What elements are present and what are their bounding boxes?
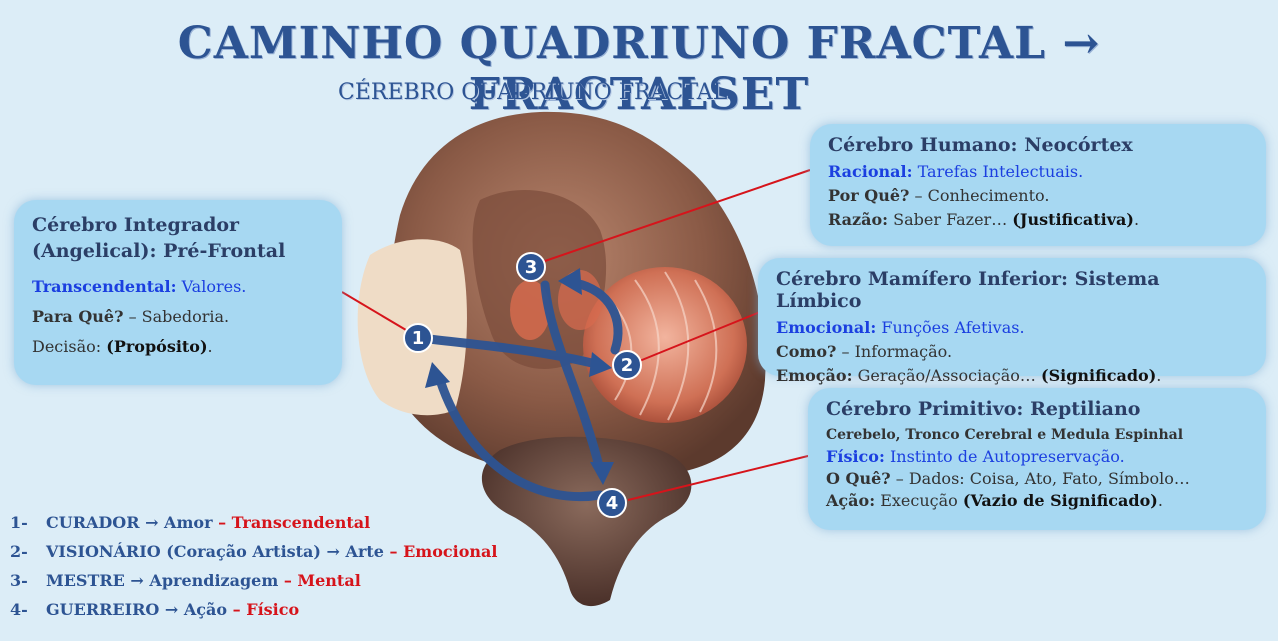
box-mamifero-line-2: Como? – Informação. [776,340,1248,364]
mamifero-l2-val: – Informação. [841,342,953,361]
box-integrador-line-2: Para Quê? – Sabedoria. [32,302,324,332]
box-mamifero: Cérebro Mamífero Inferior: Sistema Límbi… [758,258,1266,385]
legend-name: CURADOR → Amor [46,513,213,532]
legend-number: 1- [10,513,28,532]
legend-category: Mental [297,571,361,590]
mamifero-l3-val: Geração/Associação… [857,366,1036,385]
legend-row: 4- GUERREIRO → Ação – Físico [10,595,497,624]
box-humano-line-2: Por Quê? – Conhecimento. [828,184,1248,208]
legend-number: 3- [10,571,28,590]
box-humano-heading: Cérebro Humano: Neocórtex [828,134,1133,156]
mamifero-l3-end: . [1156,366,1162,385]
marker-1: 1 [403,323,433,353]
limbic-shape [583,267,747,423]
primitivo-l3-end: . [1157,491,1163,510]
mamifero-l2-key: Como? [776,342,837,361]
mamifero-l1-val: Funções Afetivas. [881,318,1025,337]
integrador-l1-key: Transcendental: [32,277,177,296]
box-primitivo-line-2: O Quê? – Dados: Coisa, Ato, Fato, Símbol… [826,468,1248,490]
legend-name: GUERREIRO → Ação [46,600,228,619]
primitivo-l2-key: O Quê? [826,469,891,488]
primitivo-l3-bold: (Vazio de Significado) [962,491,1158,510]
marker-2: 2 [612,350,642,380]
legend-number: 4- [10,600,28,619]
humano-l3-bold: (Justificativa) [1012,210,1134,229]
legend-row: 1- CURADOR → Amor – Transcendental [10,508,497,537]
legend-dash: – [278,571,298,590]
primitivo-l2-val: – Dados: Coisa, Ato, Fato, Símbolo… [895,469,1190,488]
legend-row: 3- MESTRE → Aprendizagem – Mental [10,566,497,595]
humano-l2-key: Por Quê? [828,186,910,205]
legend: 1- CURADOR → Amor – Transcendental 2- VISI… [10,508,497,624]
page-subtitle: CÉREBRO QUADRIUNO FRACTAL [338,80,728,105]
primitivo-l1-val: Instinto de Autopreservação. [889,447,1125,466]
box-humano-line-1: Racional: Tarefas Intelectuais. [828,160,1248,184]
mamifero-l3-bold: (Significado) [1041,366,1157,385]
humano-l1-val: Tarefas Intelectuais. [917,162,1084,181]
box-primitivo-line-3: Ação: Execução (Vazio de Significado). [826,490,1248,512]
mamifero-l3-key: Emoção: [776,366,853,385]
box-humano-line-3: Razão: Saber Fazer… (Justificativa). [828,208,1248,232]
box-integrador: Cérebro Integrador (Angelical): Pré-Fron… [14,200,342,385]
box-mamifero-line-1: Emocional: Funções Afetivas. [776,316,1248,340]
legend-row: 2-VISIONÁRIO (Coração Artista) → Arte – … [10,537,497,566]
legend-category: Emocional [403,542,498,561]
box-mamifero-heading: Cérebro Mamífero Inferior: Sistema Límbi… [776,268,1160,312]
primitivo-l3-val: Execução [880,491,958,510]
primitivo-l3-key: Ação: [826,491,876,510]
integrador-l3-key: Decisão: [32,337,102,356]
integrador-l2-val: – Sabedoria. [128,307,230,326]
humano-l3-key: Razão: [828,210,889,229]
integrador-l3-end: . [207,337,213,356]
legend-name: MESTRE → Aprendizagem [46,571,279,590]
box-integrador-line-3: Decisão: (Propósito). [32,332,324,362]
integrador-l2-key: Para Quê? [32,307,124,326]
humano-l1-key: Racional: [828,162,913,181]
integrador-l3-val: (Propósito) [106,337,208,356]
box-primitivo-line-1: Físico: Instinto de Autopreservação. [826,446,1248,468]
humano-l3-end: . [1134,210,1140,229]
box-integrador-heading-1: Cérebro Integrador [32,214,240,236]
marker-4: 4 [597,488,627,518]
box-primitivo-sub: Cerebelo, Tronco Cerebral e Medula Espin… [826,427,1184,443]
legend-category: Físico [246,600,300,619]
legend-category: Transcendental [231,513,371,532]
legend-number: 2- [10,542,28,561]
marker-3: 3 [516,252,546,282]
legend-dash: – [212,513,232,532]
legend-name: VISIONÁRIO (Coração Artista) → Arte [46,542,384,561]
box-integrador-heading-2: (Angelical): Pré-Frontal [32,240,286,262]
box-primitivo: Cérebro Primitivo: Reptiliano Cerebelo, … [808,388,1266,530]
box-humano: Cérebro Humano: Neocórtex Racional: Tare… [810,124,1266,246]
humano-l2-val: – Conhecimento. [914,186,1050,205]
primitivo-l1-key: Físico: [826,447,885,466]
box-integrador-line-1: Transcendental: Valores. [32,272,324,302]
box-primitivo-heading: Cérebro Primitivo: Reptiliano [826,398,1141,420]
mamifero-l1-key: Emocional: [776,318,877,337]
legend-dash: – [227,600,247,619]
legend-dash: – [383,542,404,561]
brainstem-shape [481,436,692,607]
page-title: CAMINHO QUADRIUNO FRACTAL → FRACTALSET [177,18,1101,120]
box-mamifero-line-3: Emoção: Geração/Associação… (Significado… [776,364,1248,388]
integrador-l1-val: Valores. [181,277,247,296]
humano-l3-val: Saber Fazer… [893,210,1008,229]
